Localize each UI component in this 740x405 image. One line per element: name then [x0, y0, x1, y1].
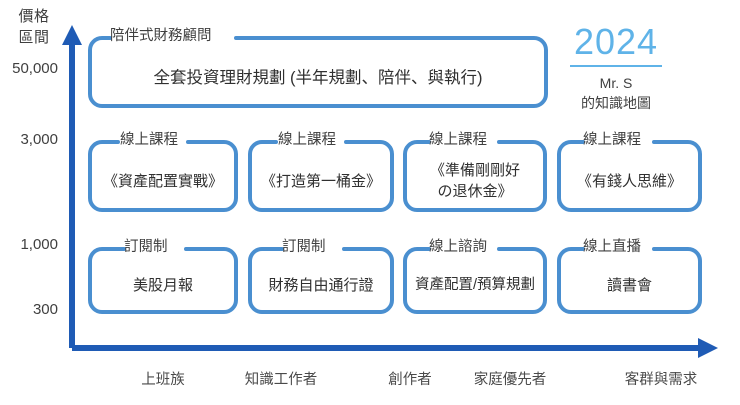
offering-box-course-2[interactable]: 線上課程 《打造第一桶金》	[248, 132, 394, 212]
badge-subtitle: 的知識地圖	[581, 95, 651, 111]
offering-box-caption: 線上課程	[120, 132, 178, 148]
x-tick-office-worker: 上班族	[141, 372, 185, 388]
badge-author: Mr. S	[599, 75, 633, 91]
offering-box-caption: 訂閱制	[124, 239, 168, 255]
offering-box-text-line1: 美股月報	[132, 277, 193, 294]
offering-box-course-4[interactable]: 線上課程 《有錢人思維》	[557, 132, 702, 212]
offering-box-frame	[88, 36, 548, 108]
offering-box-caption: 線上諮詢	[429, 239, 487, 255]
offering-box-consulting[interactable]: 線上諮詢 資產配置/預算規劃	[403, 239, 547, 314]
offering-box-text: 《資產配置實戰》	[88, 140, 238, 212]
offering-box-text-line1: 《準備剛剛好	[429, 162, 520, 179]
y-tick-50000: 50,000	[12, 60, 58, 77]
x-axis-arrowhead	[698, 338, 718, 358]
offering-box-text-line1: 讀書會	[606, 277, 652, 294]
y-tick-3000: 3,000	[20, 131, 58, 148]
offering-box-text-line1: 《有錢人思維》	[576, 172, 682, 190]
offering-box-caption: 訂閱制	[282, 239, 326, 255]
offering-box-text: 讀書會	[557, 247, 702, 314]
offering-box-text: 資產配置/預算規劃	[403, 247, 547, 314]
offering-box-text-line1: 財務自由通行證	[268, 277, 374, 294]
offering-box-advisory[interactable]: 陪伴式財務顧問 全套投資理財規劃 (半年規劃、陪伴、與執行)	[88, 28, 548, 108]
offering-box-text-line1: 《打造第一桶金》	[260, 172, 381, 190]
offering-box-frame	[403, 247, 547, 314]
x-tick-family-first: 家庭優先者	[473, 372, 547, 388]
offering-box-frame	[88, 247, 238, 314]
offering-box-frame	[557, 247, 702, 314]
y-axis-caption-line1: 價格	[18, 8, 50, 25]
y-tick-1000: 1,000	[20, 236, 58, 253]
offering-box-subscription-1[interactable]: 訂閱制 美股月報	[88, 239, 238, 314]
x-tick-knowledge-worker: 知識工作者	[244, 372, 318, 388]
badge-year: 2024	[573, 21, 659, 62]
y-tick-300: 300	[32, 301, 58, 318]
y-axis-arrowhead	[62, 25, 82, 45]
offering-box-frame	[403, 140, 547, 212]
offering-box-caption: 陪伴式財務顧問	[110, 28, 212, 44]
offering-box-caption: 線上課程	[429, 132, 487, 148]
offering-box-caption: 線上直播	[583, 239, 641, 255]
badge-divider	[570, 65, 662, 67]
offering-box-caption: 線上課程	[583, 132, 641, 148]
offering-box-text: 《準備剛剛好 の退休金》	[403, 140, 547, 212]
offering-box-text: 全套投資理財規劃 (半年規劃、陪伴、與執行)	[153, 68, 483, 87]
x-tick-creator: 創作者	[388, 372, 432, 388]
offering-box-text: 《有錢人思維》	[557, 140, 702, 212]
year-badge: 2024 Mr. S 的知識地圖	[556, 22, 676, 113]
offering-box-text: 《打造第一桶金》	[248, 140, 394, 212]
offering-box-text: 美股月報	[88, 247, 238, 314]
offering-box-subscription-2[interactable]: 訂閱制 財務自由通行證	[248, 239, 394, 314]
y-axis-caption: 價格 區間	[8, 6, 60, 48]
offering-box-frame	[88, 140, 238, 212]
offering-box-text-line2: の退休金》	[437, 183, 513, 200]
offering-box-livestream[interactable]: 線上直播 讀書會	[557, 239, 702, 314]
offering-box-frame	[557, 140, 702, 212]
y-axis-caption-line2: 區間	[18, 29, 50, 46]
offering-box-text-line1: 資產配置/預算規劃	[414, 277, 536, 293]
x-tick-audience-needs: 客群與需求	[624, 372, 698, 388]
offering-box-course-1[interactable]: 線上課程 《資產配置實戰》	[88, 132, 238, 212]
offering-box-course-3[interactable]: 線上課程 《準備剛剛好 の退休金》	[403, 132, 547, 212]
offering-box-text-line1: 《資產配置實戰》	[102, 172, 223, 190]
offering-box-frame	[248, 140, 394, 212]
offering-box-frame	[248, 247, 394, 314]
offering-box-text: 財務自由通行證	[248, 247, 394, 314]
offering-box-caption: 線上課程	[278, 132, 336, 148]
